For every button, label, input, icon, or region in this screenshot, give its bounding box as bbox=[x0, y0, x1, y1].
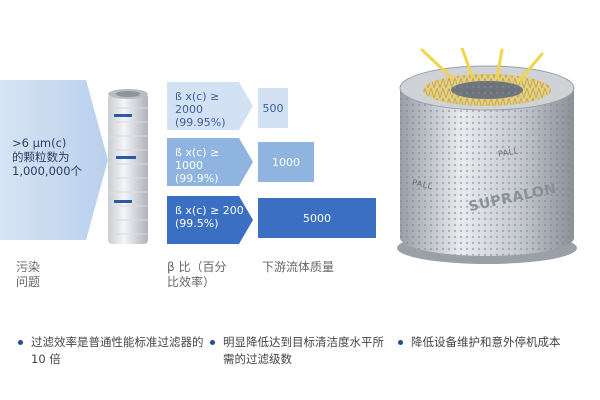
beta-caption: β 比（百分 比效率） bbox=[167, 260, 227, 289]
quality-bar-5000: 5000 bbox=[258, 198, 376, 238]
bullet-dot-icon bbox=[18, 340, 23, 345]
contamination-caption: 污染 问题 bbox=[16, 260, 41, 289]
contamination-arrow bbox=[0, 80, 108, 240]
benefit-bullet-efficiency: 过滤效率是普通性能标准过滤器的 10 倍 bbox=[18, 334, 208, 368]
bullet-dot-icon bbox=[398, 340, 403, 345]
contamination-text: >6 μm(c) 的颗粒数为 1,000,000个 bbox=[12, 136, 83, 178]
quality-caption: 下游流体质量 bbox=[262, 260, 335, 274]
beta-label-2000: ß x(c) ≥ 2000 (99.95%) bbox=[175, 90, 226, 129]
beta-label-1000: ß x(c) ≥ 1000 (99.9%) bbox=[175, 146, 220, 185]
benefit-bullet-stages: 明显降低达到目标清洁度水平所需的过滤级数 bbox=[210, 334, 395, 368]
beta-label-200: ß x(c) ≥ 200 (99.5%) bbox=[175, 204, 244, 230]
beta-arrow-200 bbox=[167, 196, 253, 244]
beta-arrow-1000 bbox=[167, 138, 253, 186]
filter-cartridge-image bbox=[108, 89, 148, 244]
beta-arrow-2000 bbox=[167, 82, 253, 130]
bullet-dot-icon bbox=[210, 340, 215, 345]
benefit-bullet-cost: 降低设备维护和意外停机成本 bbox=[398, 334, 594, 351]
filter-element-illustration bbox=[397, 48, 577, 264]
quality-bar-1000: 1000 bbox=[258, 142, 314, 182]
quality-bar-500: 500 bbox=[258, 88, 288, 128]
